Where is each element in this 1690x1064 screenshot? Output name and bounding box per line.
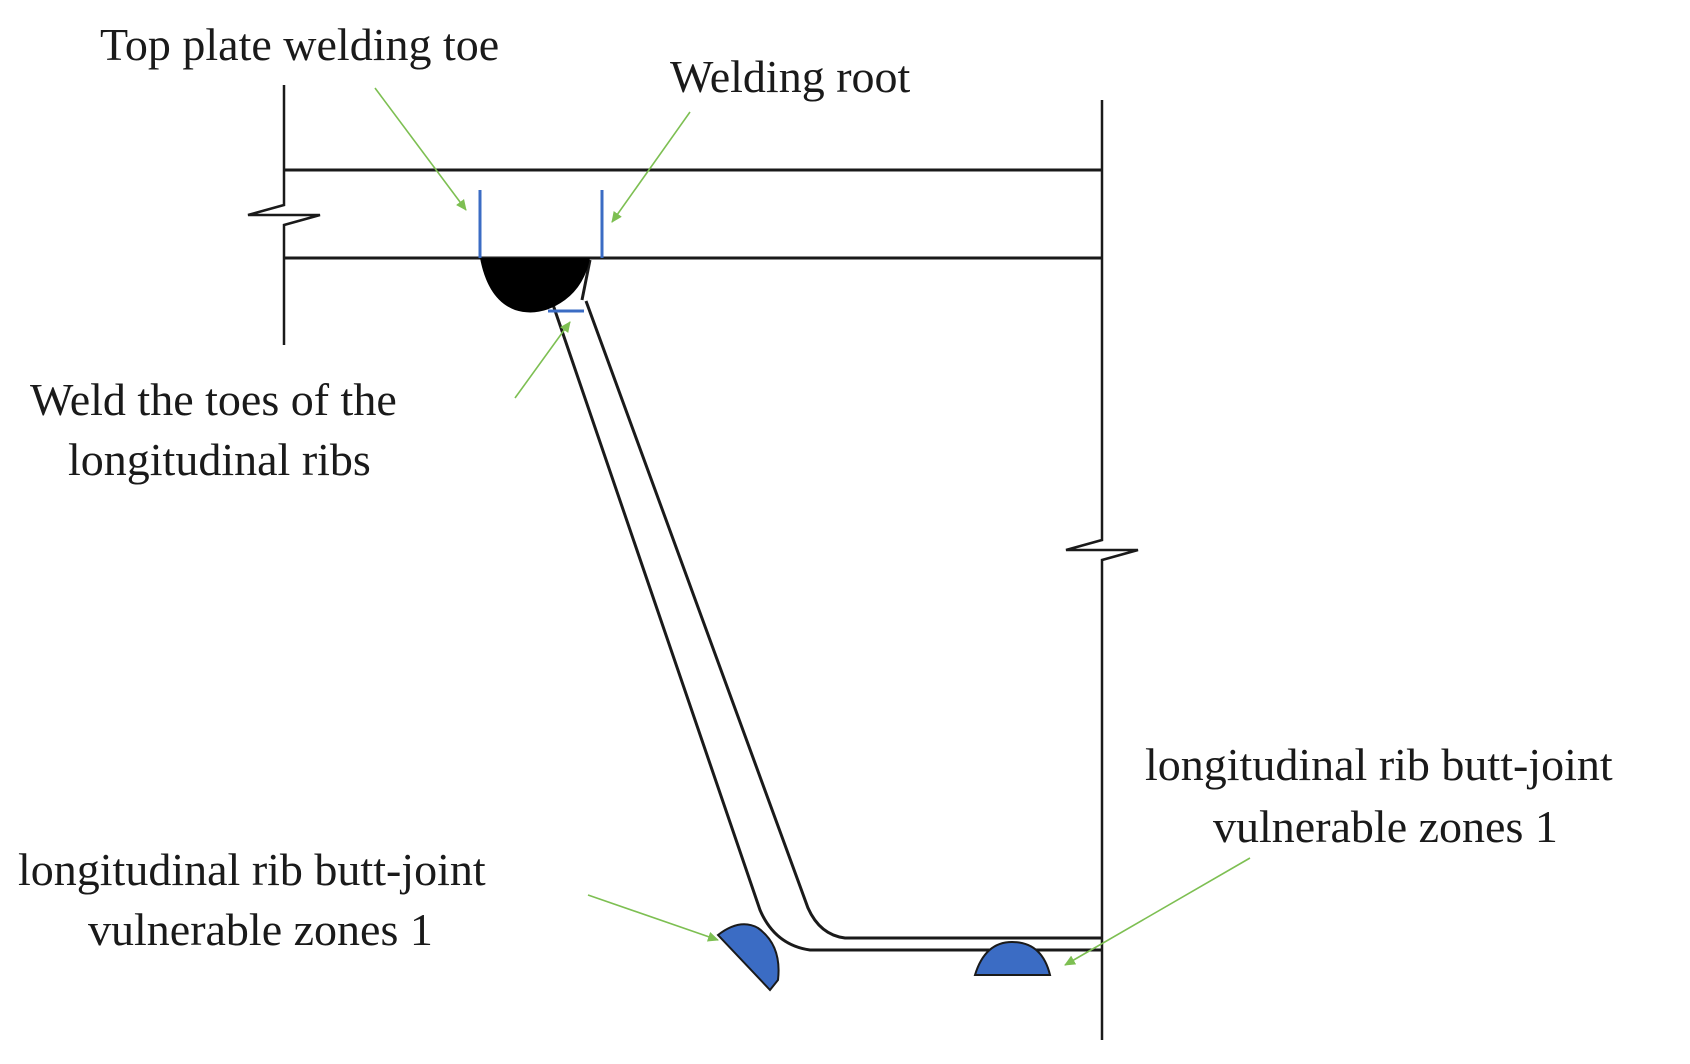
label-weld-toes-line2: longitudinal ribs bbox=[68, 434, 371, 485]
top-weld bbox=[480, 258, 590, 313]
label-butt-joint-left-line1: longitudinal rib butt-joint bbox=[18, 844, 486, 895]
leader-rib-toe bbox=[514, 321, 571, 399]
label-top-plate-welding-toe: Top plate welding toe bbox=[100, 19, 499, 70]
leader-vulnerable-right bbox=[1064, 857, 1251, 966]
longitudinal-rib bbox=[546, 259, 1102, 952]
label-butt-joint-right-line2: vulnerable zones 1 bbox=[1213, 801, 1558, 852]
label-welding-root: Welding root bbox=[670, 51, 911, 102]
label-butt-joint-left-line2: vulnerable zones 1 bbox=[88, 904, 433, 955]
leader-top-plate-toe bbox=[374, 87, 467, 211]
label-weld-toes-line1: Weld the toes of the bbox=[30, 374, 397, 425]
right-boundary-break bbox=[1065, 100, 1139, 1040]
label-butt-joint-right-line1: longitudinal rib butt-joint bbox=[1145, 739, 1613, 790]
vulnerable-zone-left bbox=[716, 923, 780, 992]
leader-welding-root bbox=[611, 111, 691, 223]
leader-vulnerable-left bbox=[587, 894, 719, 942]
vulnerable-zone-right bbox=[973, 940, 1052, 976]
left-break-symbol bbox=[247, 85, 321, 345]
top-plate bbox=[247, 85, 1102, 345]
